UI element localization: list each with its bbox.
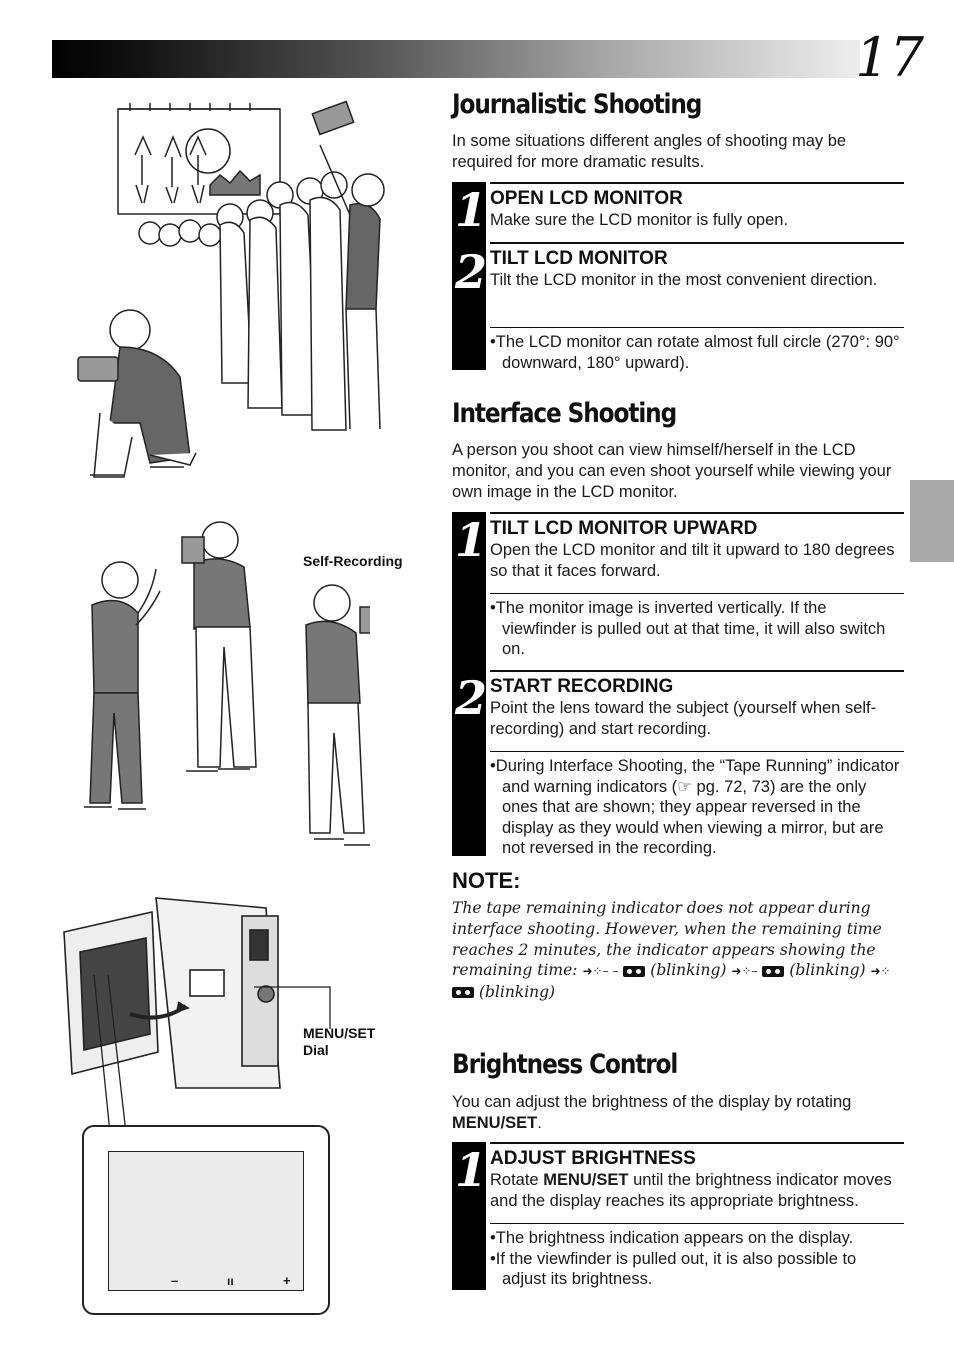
brightness-bullets: •The brightness indication appears on th… [490,1223,904,1290]
arrow-icon: ➜⁘ [870,963,891,978]
step-heading: TILT LCD MONITOR UPWARD [490,518,758,539]
step-text: Tilt the LCD monitor in the most conveni… [490,271,878,289]
step-number-1: 1 [454,183,487,237]
bullet-item: •The monitor image is inverted verticall… [490,599,886,658]
camcorder-illustration [63,897,281,1089]
step-bar [452,512,486,856]
tape-icon [762,965,785,977]
interface-title: Interface Shooting [452,398,677,429]
leader-lines-to-display [93,975,127,1134]
interface-shooting-illustration [84,521,370,846]
bullet-item: •The LCD monitor can rotate almost full … [490,333,900,372]
brightness-title: Brightness Control [452,1049,678,1080]
step-number-2: 2 [454,671,487,725]
brightness-minus-indicator: – [171,1273,179,1288]
journalistic-shooting-illustration [77,100,385,478]
journalistic-bullets: •The LCD monitor can rotate almost full … [490,327,904,373]
step-heading: START RECORDING [490,676,674,697]
brightness-steps: 1 ADJUST BRIGHTNESS Rotate MENU/SET unti… [452,1142,904,1290]
arrow-icon: ➜⁘– [731,963,758,978]
step-bar [452,1142,486,1290]
brightness-intro: You can adjust the brightness of the dis… [452,1093,852,1132]
tape-icon [623,965,646,977]
dial-leader-line [254,986,331,1029]
blinking-label: (blinking) [478,982,556,1001]
step-tilt-lcd: TILT LCD MONITOR Tilt the LCD monitor in… [490,242,904,291]
interface-bullets-1: •The monitor image is inverted verticall… [490,593,904,660]
step-heading: OPEN LCD MONITOR [490,188,683,209]
menu-set-caption-line1: MENU/SET [303,1025,376,1041]
step-heading: TILT LCD MONITOR [490,248,668,269]
step-open-lcd: OPEN LCD MONITOR Make sure the LCD monit… [490,182,904,231]
step-bar [452,182,486,370]
step-number-1: 1 [454,1143,487,1197]
menu-set-dial-caption: MENU/SET Dial [303,1025,375,1059]
journalistic-title: Journalistic Shooting [452,89,702,120]
step-start-recording: START RECORDING Point the lens toward th… [490,670,904,740]
blinking-label: (blinking) [650,961,727,980]
brightness-plus-indicator: + [283,1273,291,1288]
interface-bullets-2: •During Interface Shooting, the “Tape Ru… [490,751,904,859]
self-recording-caption: Self-Recording [303,553,403,569]
brightness-mid-indicator: ıı [227,1274,234,1288]
journalistic-intro: In some situations different angles of s… [452,132,847,171]
menu-set-term: MENU/SET [452,1114,538,1132]
step-text: Open the LCD monitor and tilt it upward … [490,541,895,580]
bullet-item: •If the viewfinder is pulled out, it is … [490,1249,857,1289]
blinking-label: (blinking) [789,961,866,980]
arrow-icon: ➜⁘– – [582,963,619,978]
page-number: 17 [855,26,924,89]
menu-set-term: MENU/SET [543,1171,629,1189]
menu-set-caption-line2: Dial [303,1042,329,1058]
tape-icon [452,987,474,999]
journalistic-steps: 1 2 OPEN LCD MONITOR Make sure the LCD m… [452,182,904,373]
step-heading: ADJUST BRIGHTNESS [490,1148,696,1169]
step-tilt-upward: TILT LCD MONITOR UPWARD Open the LCD mon… [490,512,904,582]
step-text: Rotate MENU/SET until the brightness ind… [490,1171,892,1210]
note-text: The tape remaining indicator does not ap… [452,899,891,1001]
interface-intro: A person you shoot can view himself/hers… [452,441,892,501]
bullet-item: •During Interface Shooting, the “Tape Ru… [490,757,900,857]
display-screen: – ıı + [108,1151,304,1291]
step-adjust-brightness: ADJUST BRIGHTNESS Rotate MENU/SET until … [490,1142,904,1212]
bullet-item: •The brightness indication appears on th… [490,1229,854,1247]
interface-steps: 1 TILT LCD MONITOR UPWARD Open the LCD m… [452,512,904,859]
section-side-tab [910,480,954,562]
step-number-2: 2 [454,245,487,299]
display-frame: – ıı + [82,1125,330,1315]
step-text: Make sure the LCD monitor is fully open. [490,211,789,229]
step-text: Point the lens toward the subject (yours… [490,699,877,738]
header-gradient-bar [52,40,860,78]
step-number-1: 1 [454,513,487,567]
note-title: NOTE: [452,868,521,893]
